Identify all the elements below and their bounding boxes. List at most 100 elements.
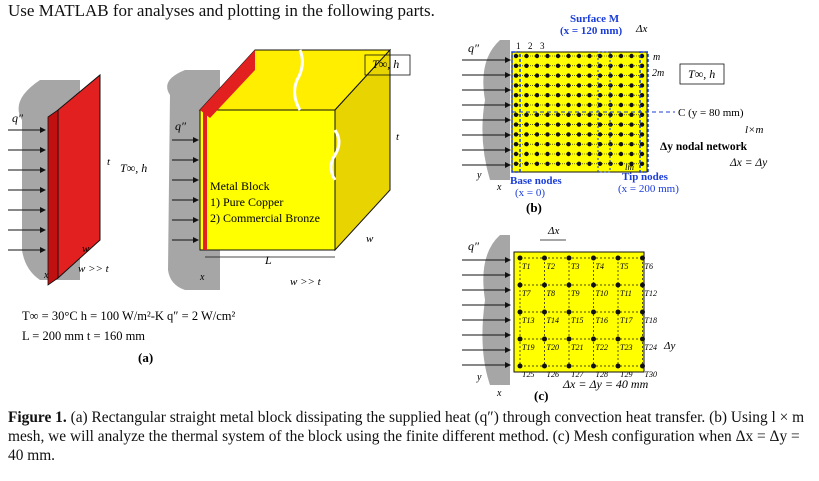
x-label-a1: x: [43, 270, 49, 281]
node-b: [587, 93, 592, 98]
node-c: [542, 282, 547, 288]
node-b: [639, 132, 645, 137]
node-c-label: T14: [547, 316, 559, 325]
dx-c: Δx: [547, 225, 559, 237]
x-label-a2: x: [199, 272, 205, 283]
node-c-label: T16: [596, 316, 608, 325]
q-label-a1: q″: [12, 111, 24, 125]
node-c-label: T17: [620, 316, 633, 325]
heat-arrows-a1: [8, 127, 46, 253]
node-b: [545, 142, 550, 147]
node-c-label: T9: [571, 289, 579, 298]
node-c: [640, 282, 645, 288]
node-c: [615, 363, 621, 369]
w-gt-t-a2: w >> t: [290, 276, 322, 288]
node-c: [640, 363, 645, 369]
node-b: [545, 93, 550, 98]
node-c: [542, 309, 547, 315]
node-b: [587, 83, 592, 88]
w-label-a2: w: [366, 233, 374, 245]
node-b: [639, 73, 645, 78]
node-c-label: T5: [620, 262, 628, 271]
lxm-label: l×m: [745, 124, 763, 136]
node-b: [545, 112, 550, 118]
node-c: [615, 282, 621, 288]
node-b: [587, 122, 592, 127]
node-c: [591, 363, 596, 369]
node-c-label: T28: [596, 370, 608, 379]
node-b: [639, 63, 645, 68]
dy-network: Δy nodal network: [660, 141, 748, 153]
node-b: [639, 142, 645, 147]
node-c: [615, 309, 621, 315]
node-b: [629, 122, 634, 127]
node-c-label: T13: [522, 316, 534, 325]
header-instruction: Use MATLAB for analyses and plotting in …: [8, 1, 435, 20]
block-title: Metal Block: [210, 179, 270, 193]
base-x: (x = 0): [515, 187, 545, 199]
node-b: [545, 53, 550, 59]
node-c-label: T26: [547, 370, 559, 379]
node-b: [639, 112, 645, 118]
x-b: x: [496, 182, 502, 193]
heat-arrows-c: [462, 257, 511, 368]
node-c: [591, 282, 596, 288]
node-c: [517, 309, 523, 315]
node-b: [629, 112, 634, 118]
node-b: [587, 151, 592, 157]
dx-b: Δx: [635, 23, 647, 35]
q-label-b: q″: [468, 41, 480, 55]
node-b: [587, 102, 592, 108]
dy-c: Δy: [663, 340, 675, 352]
block-opt1: 1) Pure Copper: [210, 195, 283, 209]
node-b: [587, 161, 592, 166]
q-label-c: q″: [468, 239, 480, 253]
node-c: [517, 282, 523, 288]
T-h-b: T∞, h: [688, 67, 715, 81]
T-h-label-a2: T∞, h: [372, 57, 399, 71]
node-c-label: T27: [571, 370, 584, 379]
node-b: [629, 83, 634, 88]
node-c: [640, 255, 645, 261]
two-m-label: 2m: [652, 68, 664, 79]
node-b: [629, 151, 634, 157]
node-c-label: T12: [645, 289, 657, 298]
w-gt-t-a1: w >> t: [78, 263, 110, 275]
t-label-a1: t: [107, 156, 111, 168]
node-b: [629, 132, 634, 137]
node-c-label: T11: [620, 289, 632, 298]
node-c-label: T8: [547, 289, 555, 298]
x-c: x: [496, 388, 502, 399]
node-b: [545, 73, 550, 78]
m-label: m: [653, 52, 660, 63]
node-b: [587, 112, 592, 118]
node-c-label: T18: [645, 316, 657, 325]
node-c-label: T1: [522, 262, 530, 271]
node-c-label: T25: [522, 370, 534, 379]
surface-x: (x = 120 mm): [560, 25, 623, 37]
base-nodes: Base nodes: [510, 175, 562, 187]
node-c: [566, 309, 572, 315]
node-b: [629, 142, 634, 147]
q-label-a2: q″: [175, 119, 187, 133]
red-plate: [57, 73, 101, 280]
y-b: y: [476, 170, 482, 181]
node-c: [517, 363, 523, 369]
node-b: [587, 132, 592, 137]
node-c-label: T3: [571, 262, 579, 271]
params-line1: T∞ = 30°C h = 100 W/m²-K q″ = 2 W/cm²: [22, 309, 236, 323]
node-c-label: T4: [596, 262, 604, 271]
node-b: [639, 83, 645, 88]
node-b: [639, 151, 645, 157]
w-label-a1: w: [82, 243, 90, 255]
node-c: [591, 255, 596, 261]
node-b: [545, 63, 550, 68]
node-c: [517, 255, 523, 261]
node-c: [566, 363, 572, 369]
yellow-block-front: [199, 109, 336, 251]
node-b: [629, 63, 634, 68]
node-c-label: T21: [571, 343, 583, 352]
node-c: [542, 255, 547, 261]
